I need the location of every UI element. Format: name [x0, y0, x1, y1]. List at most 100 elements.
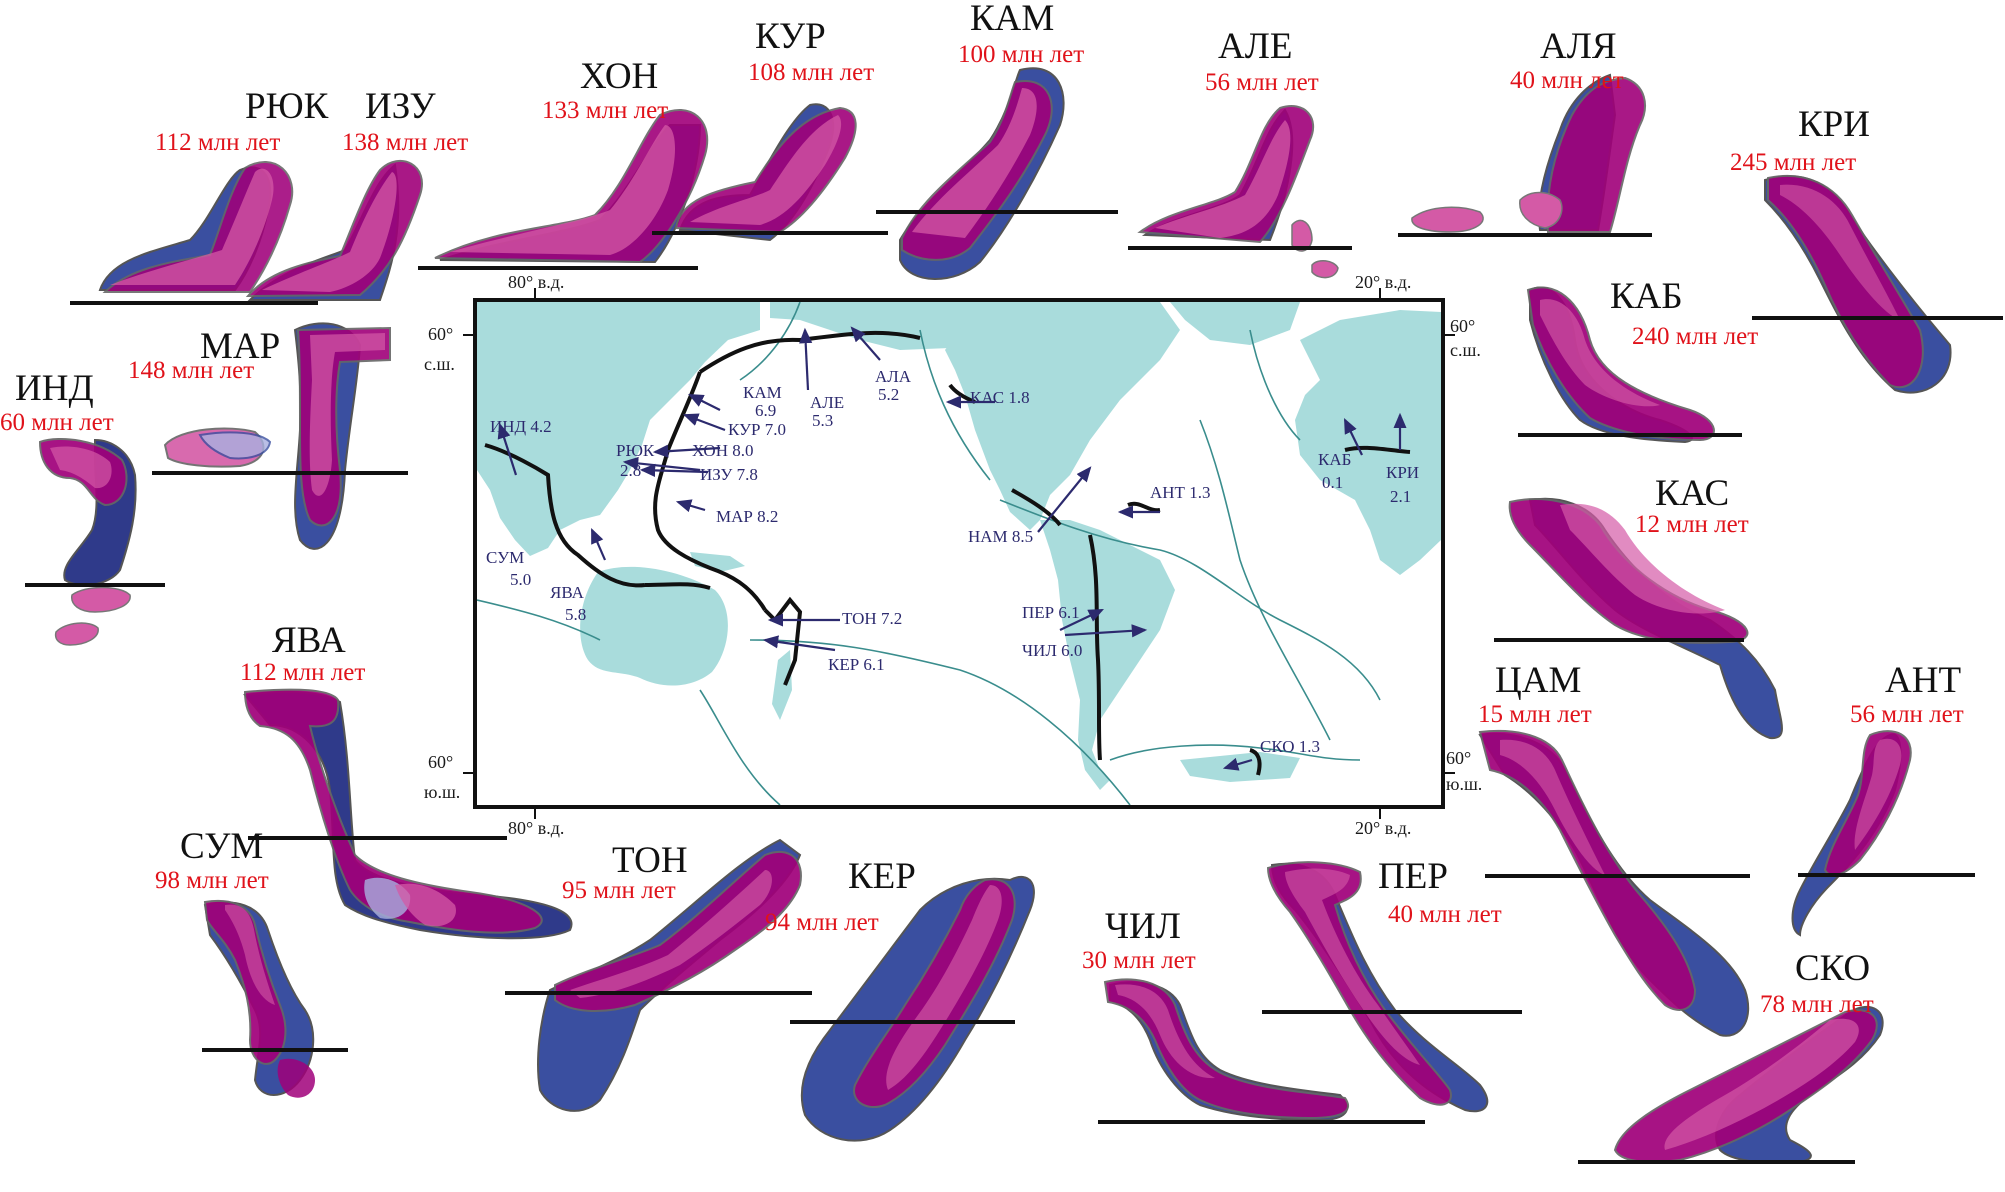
map-label-yava-val: 5.8 [565, 605, 586, 624]
axis-left-bottom-lat: 60° [428, 752, 453, 772]
panel-per-name: ПЕР [1378, 856, 1448, 897]
panel-ker-name: КЕР [848, 856, 916, 897]
axis-right-top-hem: с.ш. [1450, 340, 1481, 360]
panel-kab: КАБ 240 млн лет [1518, 276, 1758, 444]
panel-ale: АЛЕ 56 млн лет [1128, 26, 1352, 279]
panel-ale-age: 56 млн лет [1205, 69, 1319, 96]
map-label-hon: ХОН 8.0 [692, 441, 753, 460]
axis-right-bottom-hem: ю.ш. [1446, 774, 1482, 794]
panel-mar-name: МАР [200, 326, 280, 367]
map-label-kas: КАС 1.8 [970, 388, 1030, 407]
panel-izu-age: 138 млн лет [342, 129, 468, 156]
map-label-chil: ЧИЛ 6.0 [1022, 641, 1082, 660]
world-map: ИНД 4.2 КАМ 6.9 АЛЕ 5.3 АЛА 5.2 КАС 1.8 … [424, 272, 1482, 838]
panel-ale-name: АЛЕ [1218, 26, 1292, 67]
map-label-ton: ТОН 7.2 [842, 609, 902, 628]
panel-alya-name: АЛЯ [1540, 26, 1617, 67]
panel-yava-name: ЯВА [272, 620, 346, 661]
panel-mar: МАР 148 млн лет [128, 322, 408, 550]
map-label-izu: ИЗУ 7.8 [700, 465, 758, 484]
map-label-kri-name: КРИ [1386, 463, 1419, 482]
panel-kri-name: КРИ [1798, 104, 1870, 145]
map-ticks [463, 288, 1455, 819]
map-label-sum-val: 5.0 [510, 570, 531, 589]
panel-ton-age: 95 млн лет [562, 877, 676, 904]
panel-chil-age: 30 млн лет [1082, 947, 1196, 974]
axis-right-top-lat: 60° [1450, 316, 1475, 336]
map-label-ant: АНТ 1.3 [1150, 483, 1210, 502]
map-label-ale-val: 5.3 [812, 411, 833, 430]
panel-mar-age: 148 млн лет [128, 357, 254, 384]
map-label-ruk-name: РЮК [616, 441, 655, 460]
map-label-ind: ИНД 4.2 [490, 417, 552, 436]
panel-yava-age: 112 млн лет [240, 659, 365, 686]
panel-cam-name: ЦАМ [1495, 660, 1581, 701]
panel-alya: АЛЯ 40 млн лет [1398, 26, 1652, 237]
panel-kab-age: 240 млн лет [1632, 323, 1758, 350]
panel-sum: СУМ 98 млн лет [155, 826, 348, 1098]
map-label-kri-val: 2.1 [1390, 487, 1411, 506]
panel-kam-age: 100 млн лет [958, 41, 1084, 68]
map-label-kab-name: КАБ [1318, 450, 1351, 469]
map-label-yava-name: ЯВА [550, 583, 585, 602]
panel-kur-age: 108 млн лет [748, 59, 874, 86]
map-labels: ИНД 4.2 КАМ 6.9 АЛЕ 5.3 АЛА 5.2 КАС 1.8 … [486, 367, 1419, 756]
panel-ker-age: 94 млн лет [765, 909, 879, 936]
axis-bottom-left-lon: 80° в.д. [508, 818, 564, 838]
map-label-ker: КЕР 6.1 [828, 655, 885, 674]
panel-kri: КРИ 245 млн лет [1730, 104, 2003, 394]
panel-cam: ЦАМ 15 млн лет [1478, 660, 1750, 1037]
axis-right-bottom-lat: 60° [1446, 748, 1471, 768]
panel-sum-name: СУМ [180, 826, 263, 867]
panel-kur: КУР 108 млн лет [652, 16, 888, 242]
panel-hon-age: 133 млн лет [542, 97, 668, 124]
panel-ruk-age: 112 млн лет [155, 129, 280, 156]
panel-chil-name: ЧИЛ [1105, 906, 1181, 947]
map-label-sum-name: СУМ [486, 548, 524, 567]
panel-kas-name: КАС [1655, 473, 1729, 514]
axis-bottom-right-lon: 20° в.д. [1355, 818, 1411, 838]
panel-ton: ТОН 95 млн лет [505, 838, 812, 1112]
map-label-kam-val: 6.9 [755, 401, 776, 420]
panel-chil: ЧИЛ 30 млн лет [1082, 906, 1425, 1124]
panel-cam-age: 15 млн лет [1478, 701, 1592, 728]
panel-kri-age: 245 млн лет [1730, 149, 1856, 176]
panel-izu-name: ИЗУ [365, 86, 436, 127]
axis-left-top-hem: с.ш. [424, 354, 455, 374]
map-label-ale-name: АЛЕ [810, 393, 844, 412]
panel-ruk-name: РЮК [245, 86, 329, 127]
panel-ind-name: ИНД [15, 368, 94, 409]
panel-ind-age: 60 млн лет [0, 409, 114, 436]
map-label-per: ПЕР 6.1 [1022, 603, 1080, 622]
panel-kas-age: 12 млн лет [1635, 511, 1749, 538]
map-label-ala-name: АЛА [875, 367, 912, 386]
panel-ant-name: АНТ [1885, 660, 1961, 701]
panel-sko-age: 78 млн лет [1760, 991, 1874, 1018]
map-label-mar: МАР 8.2 [716, 507, 778, 526]
panel-kab-name: КАБ [1610, 276, 1683, 317]
plate-boundaries [477, 302, 1381, 805]
panel-kam-name: КАМ [970, 0, 1054, 39]
panel-per-age: 40 млн лет [1388, 901, 1502, 928]
panel-hon-name: ХОН [580, 56, 658, 97]
panel-kur-name: КУР [755, 16, 826, 57]
panel-ind: ИНД 60 млн лет [0, 368, 165, 646]
map-label-ala-val: 5.2 [878, 385, 899, 404]
panel-ruk: РЮК 112 млн лет [70, 86, 329, 305]
axis-left-top-lat: 60° [428, 324, 453, 344]
map-axis-labels: 80° в.д. 20° в.д. 80° в.д. 20° в.д. 60° … [424, 272, 1482, 838]
panel-kam: КАМ 100 млн лет [876, 0, 1118, 280]
map-label-kab-val: 0.1 [1322, 473, 1343, 492]
map-label-kam-name: КАМ [743, 383, 782, 402]
panel-yava: ЯВА 112 млн лет [240, 620, 573, 940]
map-label-ruk-val: 2.8 [620, 461, 641, 480]
panel-sum-age: 98 млн лет [155, 867, 269, 894]
panel-ton-name: ТОН [612, 840, 688, 881]
map-label-nam: НАМ 8.5 [968, 527, 1033, 546]
panel-per: ПЕР 40 млн лет [1262, 856, 1522, 1113]
panel-ant-age: 56 млн лет [1850, 701, 1964, 728]
map-label-kur: КУР 7.0 [728, 420, 786, 439]
axis-top-right-lon: 20° в.д. [1355, 272, 1411, 292]
panel-izu: ИЗУ 138 млн лет [245, 86, 468, 301]
